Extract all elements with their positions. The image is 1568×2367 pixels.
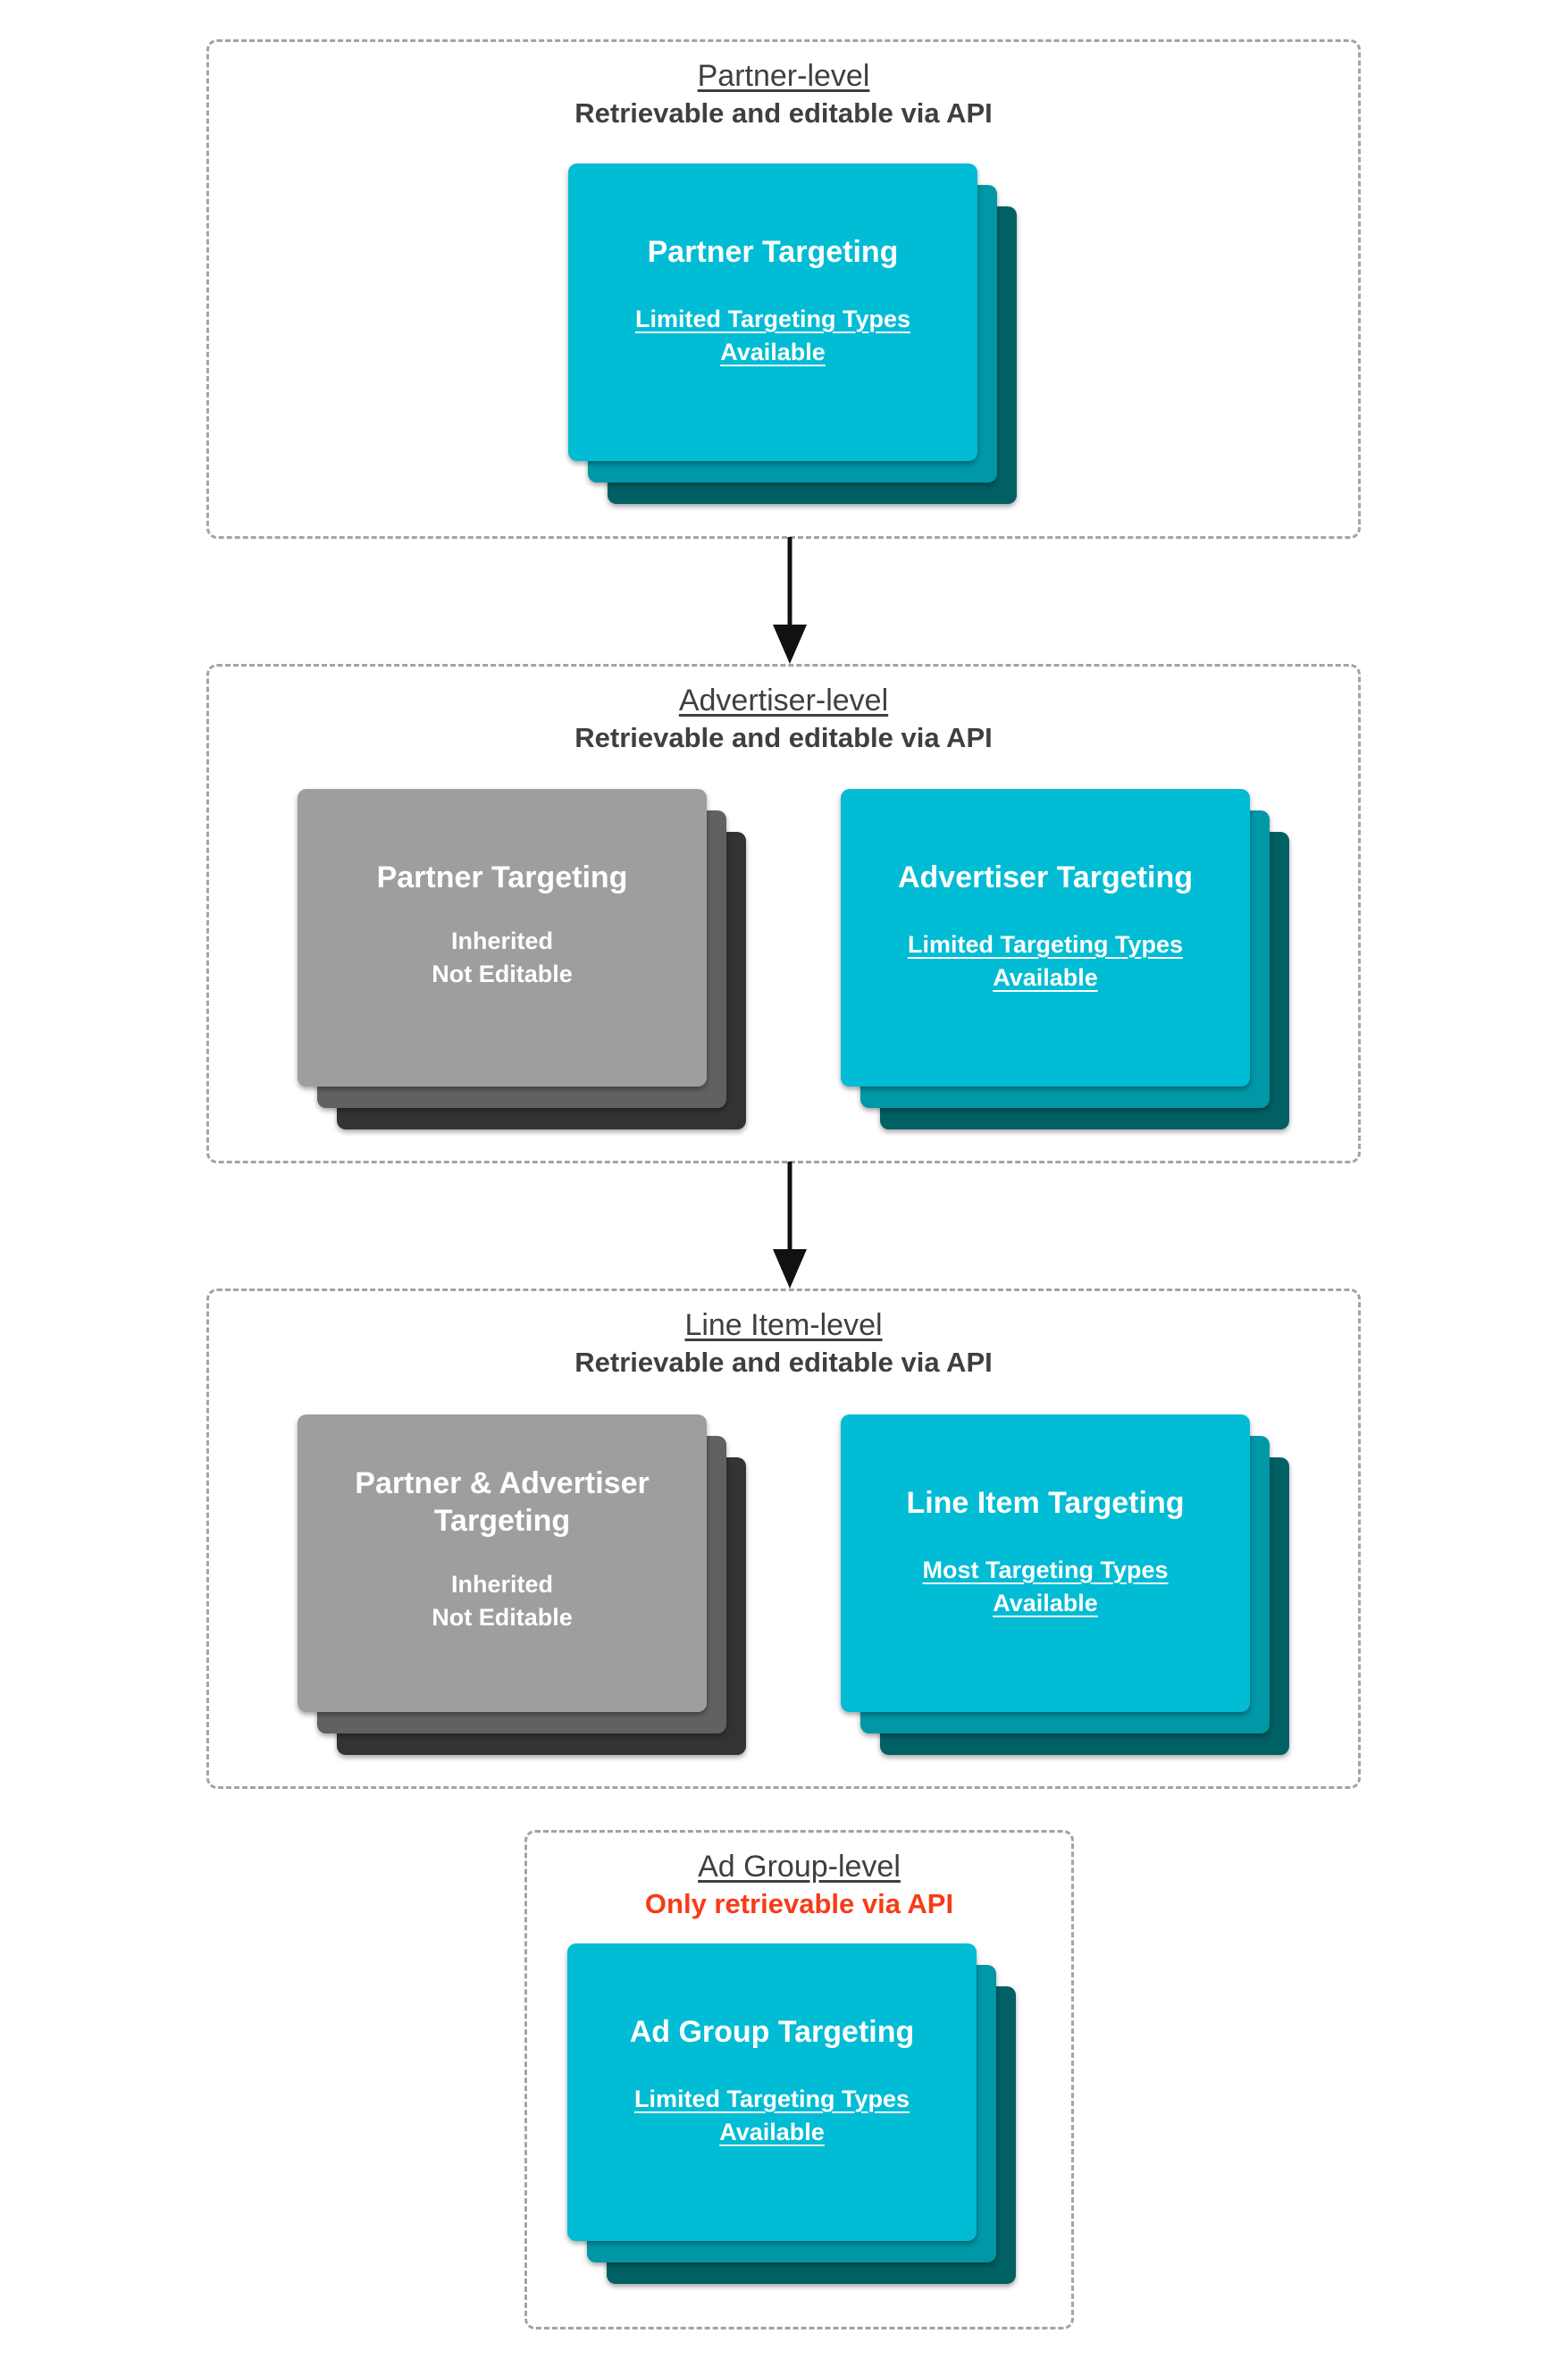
- inherited-partner-advertiser-card-stack: Partner & Advertiser Targeting Inherited…: [298, 1414, 746, 1755]
- ad-group-level-box: Ad Group-level Only retrievable via API …: [524, 1830, 1074, 2329]
- card-title: Partner & Advertiser Targeting: [355, 1465, 649, 1540]
- card-info: Inherited Not Editable: [432, 1568, 573, 1634]
- partner-level-box: Partner-level Retrievable and editable v…: [206, 39, 1361, 539]
- card-title: Partner Targeting: [376, 860, 628, 894]
- partner-targeting-card-stack: Partner Targeting Limited Targeting Type…: [568, 164, 1017, 504]
- card-info: Inherited Not Editable: [432, 925, 573, 991]
- card-subtitle-line: Limited Targeting Types: [634, 306, 911, 332]
- ad-group-level-title: Ad Group-level: [698, 1850, 901, 1884]
- card-subtitle-line: Available: [719, 2119, 825, 2145]
- line-item-level-box: Line Item-level Retrievable and editable…: [206, 1288, 1361, 1789]
- partner-level-subtitle: Retrievable and editable via API: [574, 97, 993, 129]
- line-item-level-subtitle: Retrievable and editable via API: [574, 1347, 993, 1378]
- card-subtitle: Most Targeting Types Available: [922, 1554, 1168, 1620]
- advertiser-targeting-card-stack: Advertiser Targeting Limited Targeting T…: [841, 789, 1289, 1129]
- card-info-line: Not Editable: [432, 1604, 573, 1631]
- card-title-line: Partner & Advertiser: [355, 1466, 650, 1500]
- line-item-targeting-card-stack: Line Item Targeting Most Targeting Types…: [841, 1414, 1289, 1755]
- ad-group-targeting-card-stack: Ad Group Targeting Limited Targeting Typ…: [567, 1943, 1016, 2284]
- card-info-line: Not Editable: [432, 961, 573, 987]
- ad-group-level-subtitle: Only retrievable via API: [644, 1888, 954, 1919]
- card-title-line: Targeting: [433, 1504, 571, 1538]
- card-subtitle: Limited Targeting Types Available: [908, 928, 1183, 995]
- card-title: Advertiser Targeting: [897, 860, 1193, 894]
- advertiser-level-box: Advertiser-level Retrievable and editabl…: [206, 664, 1361, 1163]
- partner-level-title: Partner-level: [697, 59, 870, 93]
- advertiser-targeting-card: Advertiser Targeting Limited Targeting T…: [841, 789, 1250, 1087]
- card-info-line: Inherited: [450, 1571, 553, 1598]
- inherited-partner-targeting-card: Partner Targeting Inherited Not Editable: [298, 789, 707, 1087]
- arrow-shaft: [787, 537, 792, 630]
- line-item-level-title: Line Item-level: [684, 1308, 883, 1342]
- inherited-partner-advertiser-card: Partner & Advertiser Targeting Inherited…: [298, 1414, 707, 1712]
- card-subtitle: Limited Targeting Types Available: [635, 303, 910, 369]
- line-item-targeting-card: Line Item Targeting Most Targeting Types…: [841, 1414, 1250, 1712]
- ad-group-targeting-card: Ad Group Targeting Limited Targeting Typ…: [567, 1943, 977, 2241]
- card-subtitle-line: Available: [720, 339, 826, 365]
- card-title: Ad Group Targeting: [629, 2015, 915, 2049]
- down-arrow-2: [772, 1162, 808, 1288]
- card-subtitle: Limited Targeting Types Available: [634, 2083, 910, 2149]
- advertiser-level-title: Advertiser-level: [678, 684, 889, 718]
- card-info-line: Inherited: [450, 927, 553, 954]
- arrow-head-icon: [773, 625, 807, 664]
- card-subtitle-line: Available: [993, 1590, 1098, 1616]
- partner-targeting-card: Partner Targeting Limited Targeting Type…: [568, 164, 977, 461]
- card-title: Line Item Targeting: [906, 1486, 1185, 1520]
- inherited-partner-targeting-card-stack: Partner Targeting Inherited Not Editable: [298, 789, 746, 1129]
- arrow-shaft: [787, 1162, 792, 1255]
- advertiser-level-subtitle: Retrievable and editable via API: [574, 722, 993, 753]
- card-subtitle-line: Limited Targeting Types: [907, 931, 1184, 958]
- card-subtitle-line: Most Targeting Types: [922, 1557, 1169, 1583]
- arrow-head-icon: [773, 1249, 807, 1288]
- card-title: Partner Targeting: [647, 235, 899, 269]
- down-arrow-1: [772, 537, 808, 664]
- card-subtitle-line: Available: [993, 964, 1098, 991]
- card-subtitle-line: Limited Targeting Types: [633, 2086, 910, 2112]
